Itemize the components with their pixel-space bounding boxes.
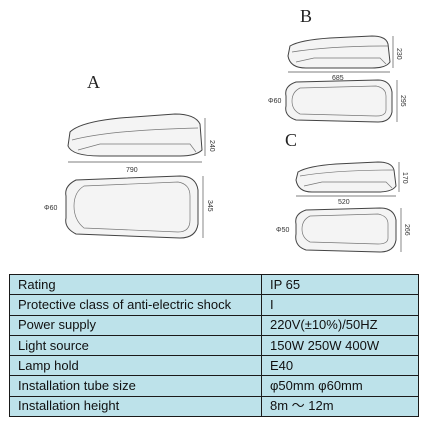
model-c-top-view: 266 Φ50 — [276, 207, 410, 253]
spec-label: Protective class of anti-electric shock — [9, 294, 262, 316]
spec-label: Power supply — [9, 314, 262, 336]
spec-value: IP 65 — [261, 273, 419, 296]
spec-label: Lamp hold — [9, 355, 262, 377]
spec-label: Installation height — [9, 395, 262, 418]
model-a-top-view: 345 Φ60 — [44, 175, 213, 239]
spec-label: Light source — [9, 334, 262, 357]
model-b-side-view: 230 685 — [287, 35, 402, 82]
table-row: Rating IP 65 — [9, 273, 419, 296]
b-height-dim: 230 — [395, 48, 402, 60]
table-row: Light source 150W 250W 400W — [9, 334, 419, 357]
technical-drawing: 240 790 345 Φ60 230 685 295 — [44, 35, 410, 253]
spec-value: E40 — [261, 355, 419, 377]
model-a-side-view: 240 790 — [67, 113, 215, 174]
c-length-dim: 520 — [338, 199, 350, 206]
c-width-dim: 266 — [403, 224, 410, 236]
spec-table: Rating IP 65 Protective class of anti-el… — [9, 273, 419, 418]
model-c-label: C — [285, 130, 298, 150]
b-width-dim: 295 — [399, 95, 406, 107]
a-length-dim: 790 — [126, 167, 138, 174]
spec-value: I — [261, 294, 419, 316]
b-tube-dim: Φ60 — [268, 98, 281, 105]
table-row: Installation tube size φ50mm φ60mm — [9, 375, 419, 397]
table-row: Installation height 8m ～ 12m — [9, 395, 419, 418]
spec-value: 8m ～ 12m — [261, 395, 419, 418]
c-tube-dim: Φ50 — [276, 227, 289, 234]
model-b-top-view: 295 Φ60 — [268, 79, 406, 123]
a-tube-dim: Φ60 — [44, 205, 57, 212]
model-c-side-view: 170 520 — [295, 161, 408, 206]
spec-value: φ50mm φ60mm — [261, 375, 419, 397]
table-row: Power supply 220V(±10%)/50HZ — [9, 314, 419, 336]
lamp-drawings: A B C 240 790 345 Φ60 230 — [44, 6, 410, 253]
table-row: Protective class of anti-electric shock … — [9, 294, 419, 316]
a-width-dim: 345 — [206, 200, 213, 212]
b-length-dim: 685 — [332, 75, 344, 82]
spec-value: 220V(±10%)/50HZ — [261, 314, 419, 336]
model-b-label: B — [300, 6, 313, 26]
spec-value: 150W 250W 400W — [261, 334, 419, 357]
spec-label: Installation tube size — [9, 375, 262, 397]
table-row: Lamp hold E40 — [9, 355, 419, 377]
model-a-label: A — [87, 72, 100, 92]
c-height-dim: 170 — [401, 172, 408, 184]
spec-label: Rating — [9, 273, 262, 296]
a-height-dim: 240 — [208, 140, 215, 152]
